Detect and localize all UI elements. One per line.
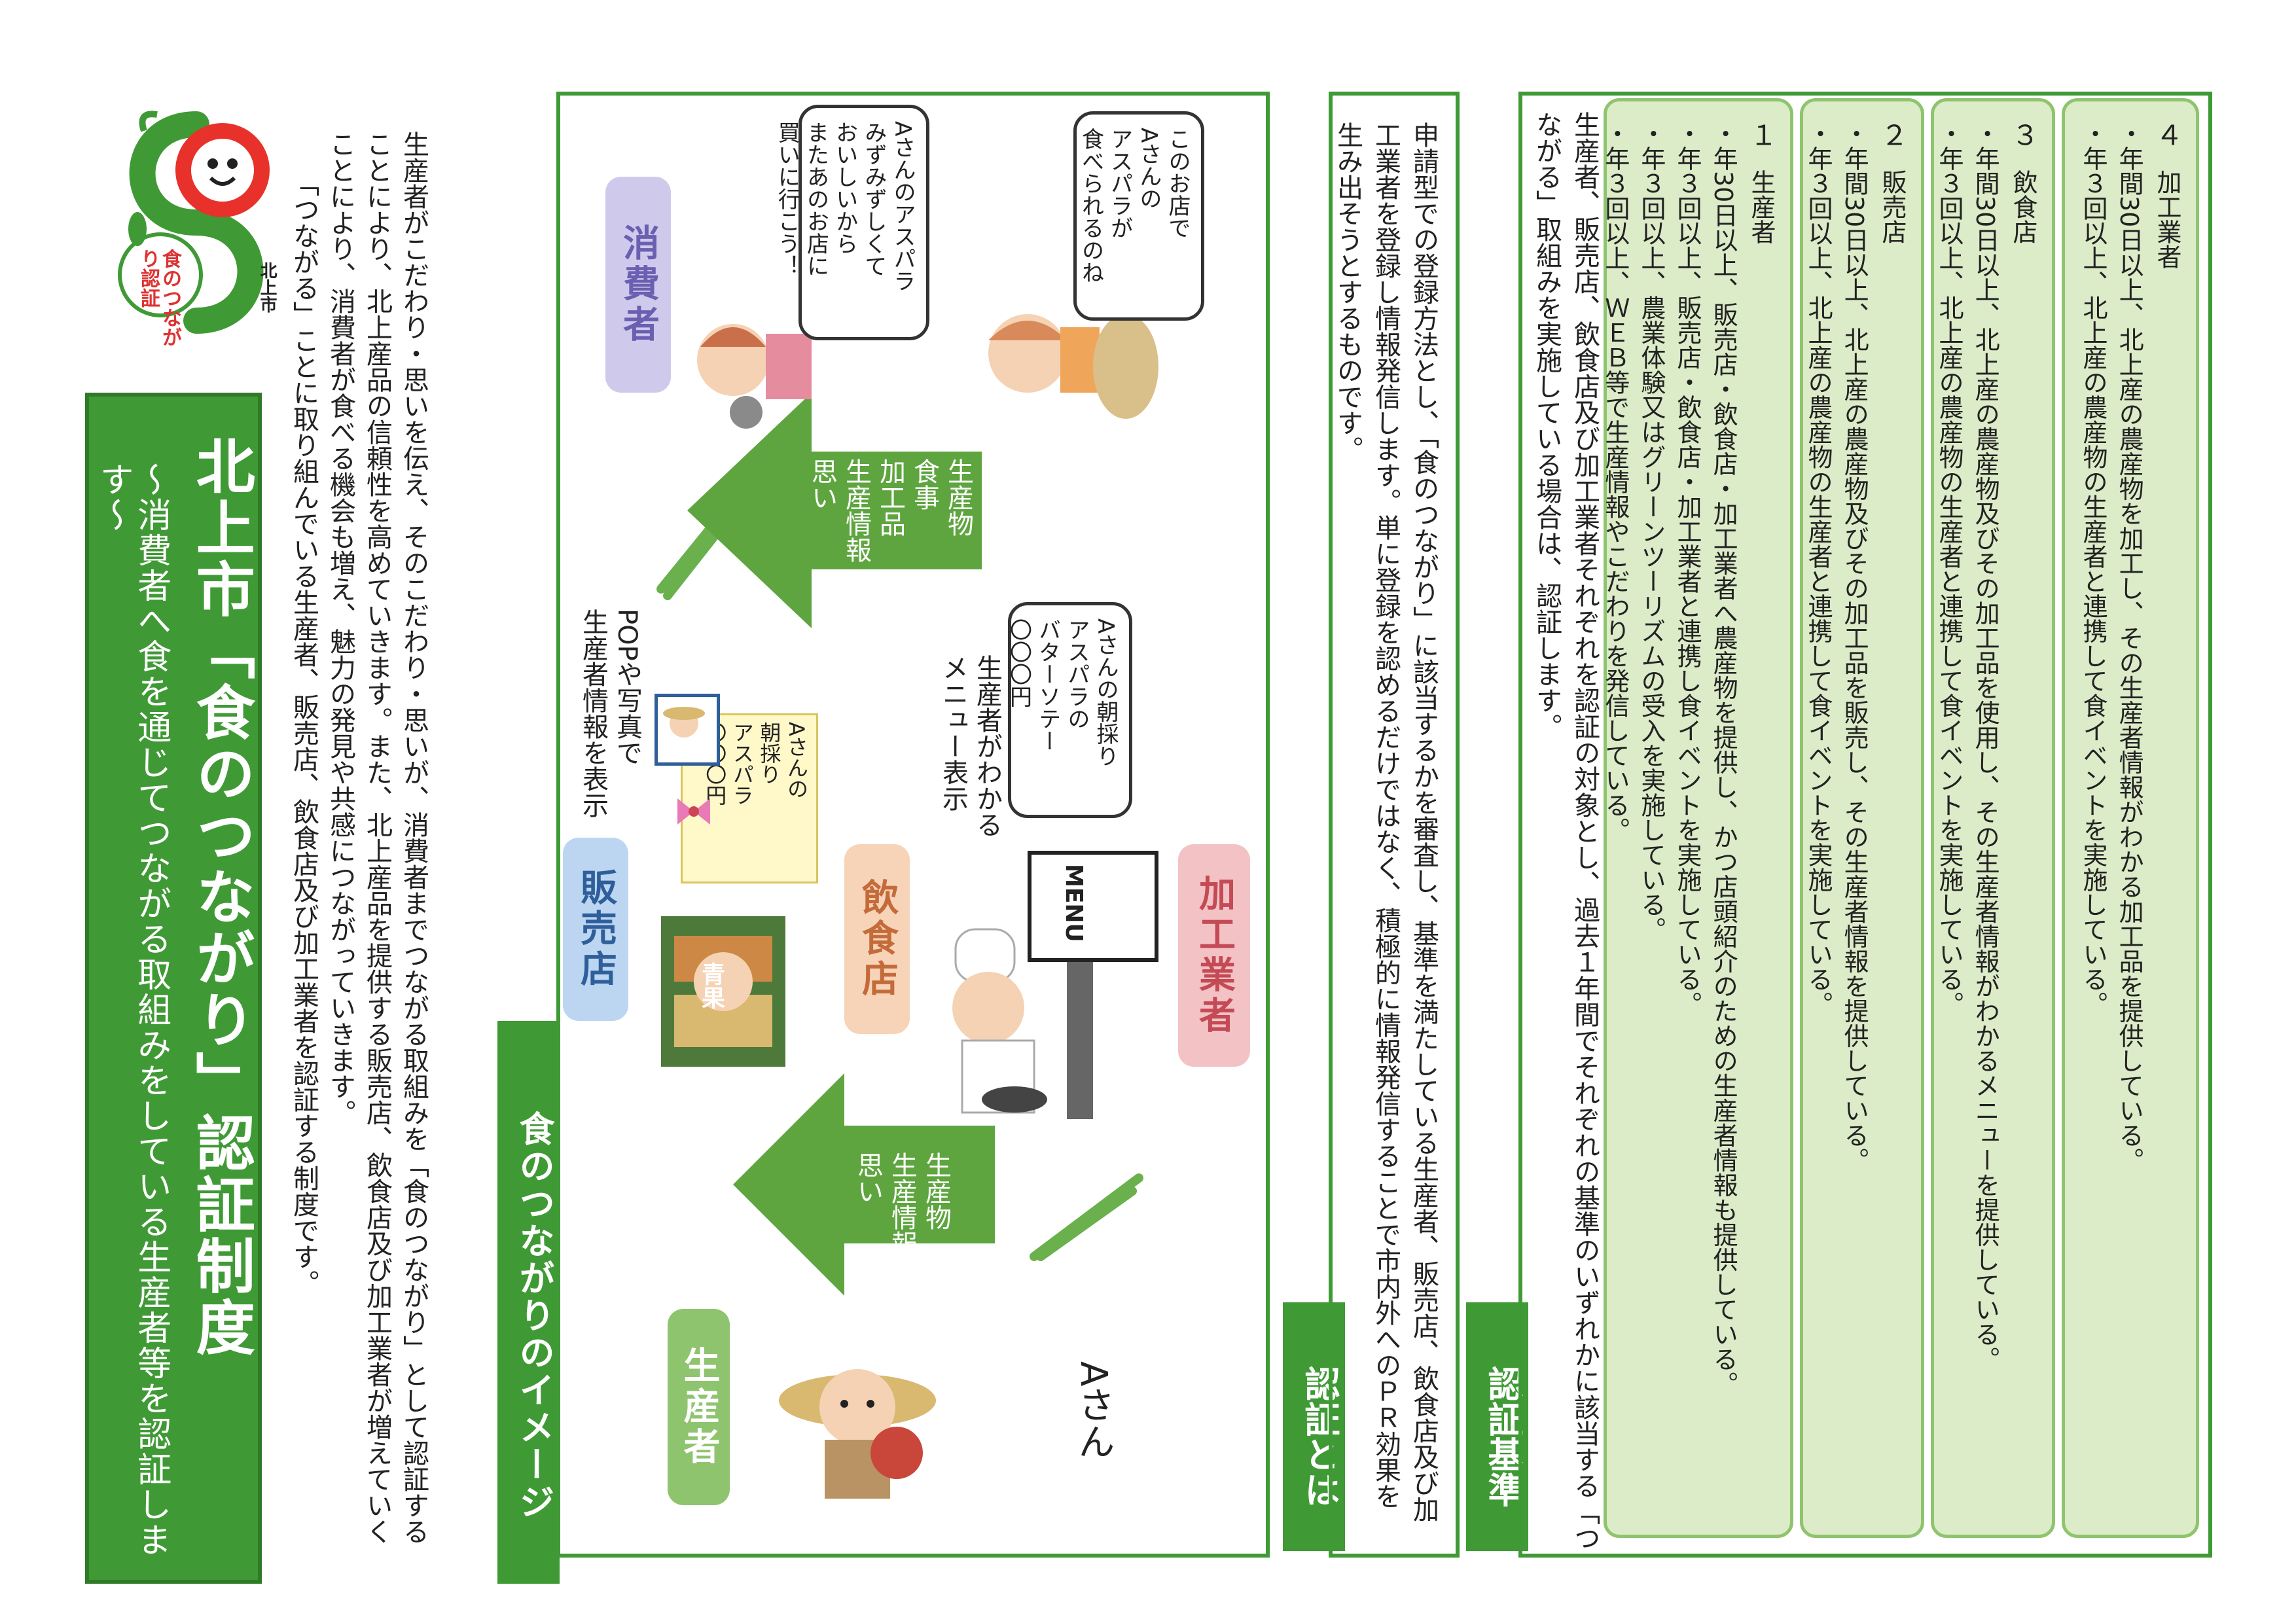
criteria-line: ・年間30日以上、北上産の農産物及びその加工品を販売し、その生産者情報を提供して… bbox=[1840, 121, 1869, 1173]
criteria-category: 飲食店 bbox=[2009, 169, 2037, 245]
producer-name: Aさん bbox=[1072, 1361, 1115, 1460]
ribbon-icon bbox=[674, 792, 713, 831]
consumer-shopper-illustration bbox=[694, 288, 838, 438]
page-title: 北上市「食のつながり」認証制度 bbox=[185, 436, 255, 1359]
page-subtitle: 〜消費者へ食を通じてつながる取組みをしている生産者等を認証します〜 bbox=[94, 462, 171, 1558]
certification-logo: 食のつながり認証 北上市 bbox=[98, 98, 295, 347]
criteria-heading: 認証基準 bbox=[1466, 1302, 1528, 1551]
menu-label: MENU bbox=[1060, 864, 1087, 942]
shop-icon bbox=[661, 916, 785, 1067]
criteria-line: ・年間30日以上、北上産の農産物及びその加工品を使用し、その生産者情報がわかるメ… bbox=[1971, 121, 2000, 1372]
criteria-card-producer: １ 生産者 ・年30日以上、販売店・飲食店・加工業者へ農産物を提供し、かつ店頭紹… bbox=[1600, 98, 1793, 1538]
criteria-line: ・年３回以上、北上産の農産物の生産者と連携して食イベントを実施している。 bbox=[2079, 121, 2108, 1016]
chef-illustration bbox=[942, 923, 1126, 1132]
criteria-number: １ bbox=[1746, 121, 1778, 149]
criteria-line: ・年３回以上、ＷＥＢ等で生産情報やこだわりを発信している。 bbox=[1600, 121, 1630, 842]
criteria-line: ・年３回以上、北上産の農産物の生産者と連携して食イベントを実施している。 bbox=[1935, 121, 1964, 1016]
criteria-line: ・年間30日以上、北上産の農産物を加工し、その生産者情報がわかる加工品を提供して… bbox=[2115, 121, 2144, 1173]
consumer-diner-illustration bbox=[982, 288, 1172, 445]
chef-icon bbox=[952, 928, 1093, 1119]
criteria-card-restaurant: ３ 飲食店 ・年間30日以上、北上産の農産物及びその加工品を使用し、その生産者情… bbox=[1931, 98, 2055, 1538]
arrow-2-text: 生産物食事加工品生産情報思い bbox=[807, 458, 973, 563]
image-section-box bbox=[556, 92, 1270, 1558]
asparagus-icon bbox=[1028, 1165, 1145, 1263]
criteria-line: ・年３回以上、販売店・飲食店・加工業者と連携し食イベントを実施している。 bbox=[1673, 121, 1702, 1016]
shop-sign: 青果 bbox=[698, 962, 725, 1009]
store-tag: 販売店 bbox=[563, 838, 628, 1021]
consumer-bubble-1: Aさんのアスパラみずみずしくておいしいからまたあのお店に買いに行こう！ bbox=[774, 105, 929, 340]
processor-tag: 加工業者 bbox=[1178, 844, 1250, 1067]
image-section-heading: 食のつながりのイメージ bbox=[497, 1021, 560, 1584]
woman-shopper-icon bbox=[697, 324, 812, 429]
producer-tag: 生産者 bbox=[668, 1309, 730, 1505]
criteria-line: ・年30日以上、販売店・飲食店・加工業者へ農産物を提供し、かつ店頭紹介のための生… bbox=[1709, 121, 1738, 1397]
criteria-line: ・年３回以上、北上産の農産物の生産者と連携して食イベントを実施している。 bbox=[1804, 121, 1833, 1016]
farmer-icon bbox=[779, 1369, 936, 1499]
flow-arrow-1 bbox=[733, 1073, 995, 1296]
criteria-number: ２ bbox=[1876, 121, 1909, 149]
producer-photo bbox=[655, 694, 720, 766]
pop-caption: POPや写真で生産者情報を表示 bbox=[578, 609, 642, 818]
flow-arrow-2 bbox=[687, 393, 982, 628]
criteria-card-store: ２ 販売店 ・年間30日以上、北上産の農産物及びその加工品を販売し、その生産者情… bbox=[1800, 98, 1924, 1538]
consumer-tag: 消費者 bbox=[605, 177, 671, 393]
criteria-category: 加工業者 bbox=[2153, 169, 2181, 270]
criteria-box bbox=[1518, 92, 2212, 1558]
criteria-number: ３ bbox=[2007, 121, 2039, 149]
criteria-intro: 生産者、販売店、飲食店及び加工業者それぞれを認証の対象とし、過去１年間でそれぞれ… bbox=[1532, 111, 1600, 1551]
logo-icon bbox=[118, 111, 270, 334]
criteria-card-processor: ４ 加工業者 ・年間30日以上、北上産の農産物を加工し、その生産者情報がわかる加… bbox=[2062, 98, 2199, 1538]
intro-paragraph-2: 「つながる」ことに取り組んでいる生産者、販売店、飲食店及び加工業者を認証する制度… bbox=[289, 170, 319, 1296]
certification-heading: 認証とは bbox=[1283, 1302, 1345, 1551]
woman-diner-icon bbox=[988, 314, 1158, 419]
intro-text: 生産者がこだわり・思いを伝え、そのこだわり・思いが、消費者までつながる取組みを「… bbox=[289, 131, 432, 1558]
logo-text: 食のつながり認証 bbox=[137, 249, 181, 347]
store-illustration bbox=[655, 903, 792, 1073]
logo-city: 北上市 bbox=[257, 262, 277, 313]
title-banner: 北上市「食のつながり」認証制度 〜消費者へ食を通じてつながる取組みをしている生産… bbox=[85, 393, 262, 1584]
criteria-line: ・年３回以上、農業体験又はグリーンツーリズムの受入を実施している。 bbox=[1636, 121, 1666, 942]
producer-illustration bbox=[772, 1329, 942, 1512]
criteria-category: 販売店 bbox=[1878, 169, 1907, 245]
certification-description: 申請型での登録方法とし、「食のつながり」に該当するかを審査し、基準を満たしている… bbox=[1329, 92, 1460, 1558]
menu-board bbox=[1028, 851, 1158, 962]
criteria-number: ４ bbox=[2151, 121, 2183, 149]
criteria-category: 生産者 bbox=[1747, 169, 1776, 245]
menu-caption: 生産者がわかるメニュー表示 bbox=[938, 654, 1002, 838]
menu-bubble: Aさんの朝採りアスパラのバターソテー〇〇〇円 bbox=[1005, 602, 1132, 818]
arrow-1-text: 生産物生産情報思い bbox=[853, 1152, 951, 1257]
restaurant-tag: 飲食店 bbox=[844, 844, 910, 1034]
intro-paragraph-1: 生産者がこだわり・思いを伝え、そのこだわり・思いが、消費者までつながる取組みを「… bbox=[325, 131, 429, 1544]
